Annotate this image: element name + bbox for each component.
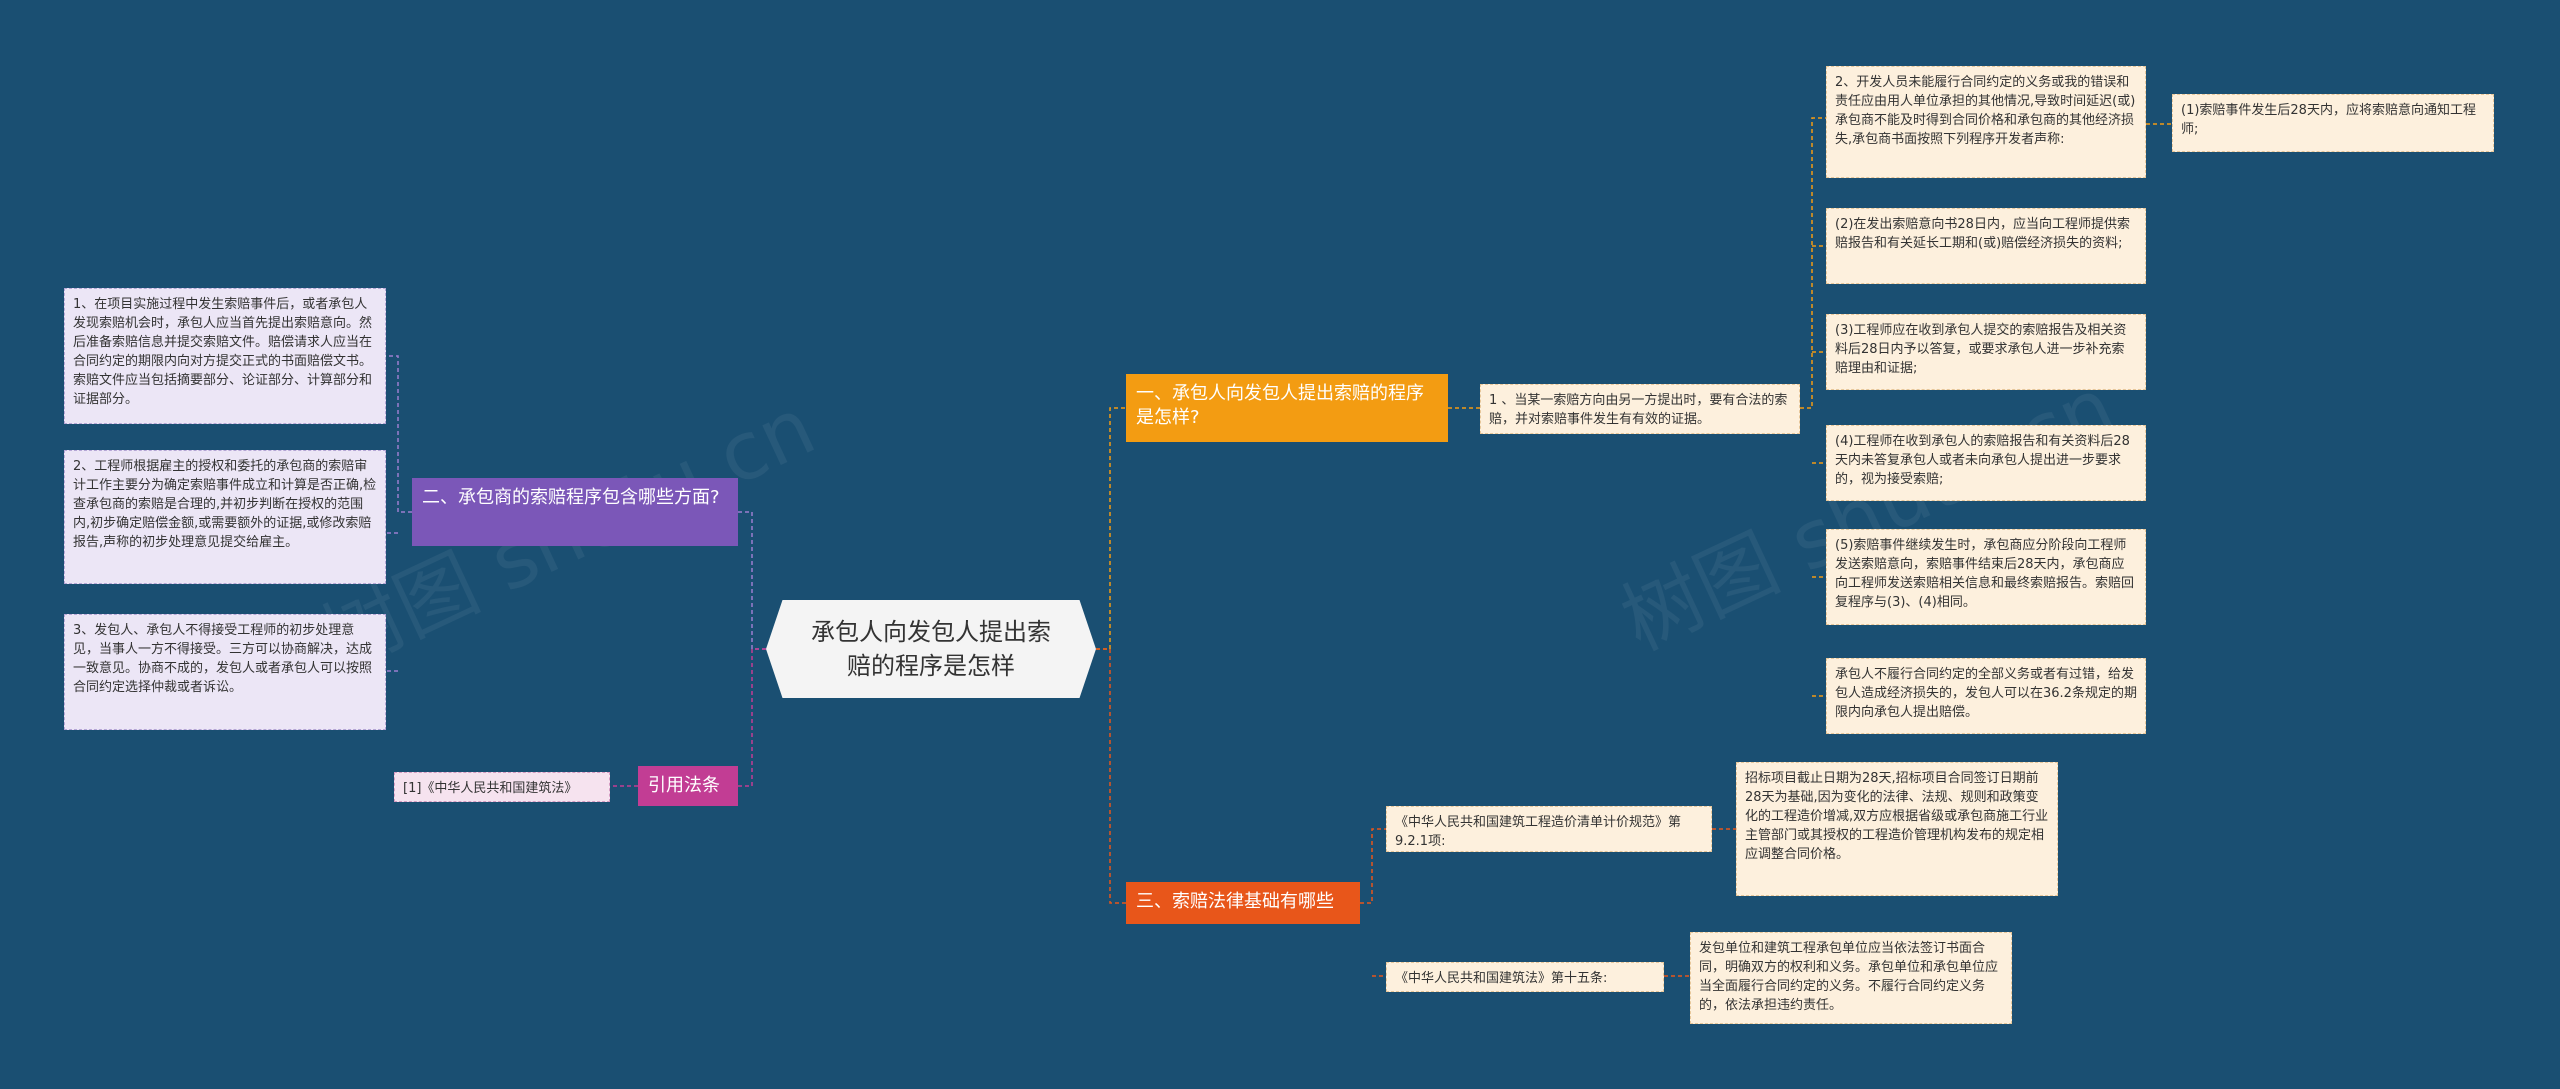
q2-item-2[interactable]: 2、工程师根据雇主的授权和委托的承包商的索赔审计工作主要分为确定索赔事件成立和计… — [64, 450, 386, 584]
q3-law-1-text-content: 招标项目截止日期为28天,招标项目合同签订日期前28天为基础,因为变化的法律、法… — [1745, 771, 2049, 862]
q1-item-5[interactable]: (5)索赔事件继续发生时，承包商应分阶段向工程师发送索赔意向，索赔事件结束后28… — [1826, 529, 2146, 625]
branch-q1[interactable]: 一、承包人向发包人提出索赔的程序是怎样? — [1126, 374, 1448, 442]
q3-law-2-text-content: 发包单位和建筑工程承包单位应当依法签订书面合同，明确双方的权利和义务。承包单位和… — [1699, 941, 1999, 1013]
q2-item-3[interactable]: 3、发包人、承包人不得接受工程师的初步处理意见，当事人一方不得接受。三方可以协商… — [64, 614, 386, 730]
q3-law-2-name: 《中华人民共和国建筑法》第十五条: — [1395, 971, 1608, 986]
root-title: 承包人向发包人提出索赔的程序是怎样 — [811, 618, 1051, 680]
q3-law-2[interactable]: 《中华人民共和国建筑法》第十五条: — [1386, 962, 1664, 992]
link-q2-items — [386, 355, 412, 672]
q3-law-1-name: 《中华人民共和国建筑工程造价清单计价规范》第9.2.1项: — [1395, 815, 1682, 849]
q1-item-2[interactable]: (2)在发出索赔意向书28日内，应当向工程师提供索赔报告和有关延长工期和(或)赔… — [1826, 208, 2146, 284]
branch-q2-title: 二、承包商的索赔程序包含哪些方面? — [422, 487, 720, 508]
q1-item-6[interactable]: 承包人不履行合同约定的全部义务或者有过错，给发包人造成经济损失的，发包人可以在3… — [1826, 658, 2146, 734]
q1-sub-node[interactable]: 1 、当某一索赔方向由另一方提出时，要有合法的索赔，并对索赔事件发生有有效的证据… — [1480, 384, 1800, 434]
branch-q1-title: 一、承包人向发包人提出索赔的程序是怎样? — [1136, 383, 1424, 428]
branch-q3[interactable]: 三、索赔法律基础有哪些 — [1126, 882, 1360, 924]
q1-item-3[interactable]: (3)工程师应在收到承包人提交的索赔报告及相关资料后28日内予以答复，或要求承包… — [1826, 314, 2146, 390]
q3-law-1[interactable]: 《中华人民共和国建筑工程造价清单计价规范》第9.2.1项: — [1386, 806, 1712, 852]
q1-item-1[interactable]: 2、开发人员未能履行合同约定的义务或我的错误和责任应由用人单位承担的其他情况,导… — [1826, 66, 2146, 178]
q2-item-2-text: 2、工程师根据雇主的授权和委托的承包商的索赔审计工作主要分为确定索赔事件成立和计… — [73, 459, 377, 550]
q1-item-3-text: (3)工程师应在收到承包人提交的索赔报告及相关资料后28日内予以答复，或要求承包… — [1835, 323, 2127, 376]
cite-item-text: [1]《中华人民共和国建筑法》 — [403, 781, 578, 796]
branch-q2[interactable]: 二、承包商的索赔程序包含哪些方面? — [412, 478, 738, 546]
branch-cite-title: 引用法条 — [648, 775, 720, 796]
link-root-q3 — [1096, 648, 1126, 904]
q1-item-2-text: (2)在发出索赔意向书28日内，应当向工程师提供索赔报告和有关延长工期和(或)赔… — [1835, 217, 2130, 251]
link-root-q1 — [1096, 407, 1126, 650]
q2-item-3-text: 3、发包人、承包人不得接受工程师的初步处理意见，当事人一方不得接受。三方可以协商… — [73, 623, 373, 695]
branch-q3-title: 三、索赔法律基础有哪些 — [1136, 891, 1334, 912]
q1-item-6-text: 承包人不履行合同约定的全部义务或者有过错，给发包人造成经济损失的，发包人可以在3… — [1835, 667, 2137, 720]
link-root-cite — [738, 648, 766, 787]
branch-cite[interactable]: 引用法条 — [638, 766, 738, 806]
link-root-q2 — [738, 511, 766, 650]
q1-item-1-child[interactable]: (1)索赔事件发生后28天内，应将索赔意向通知工程师; — [2172, 94, 2494, 152]
q3-law-1-text[interactable]: 招标项目截止日期为28天,招标项目合同签订日期前28天为基础,因为变化的法律、法… — [1736, 762, 2058, 896]
q3-law-2-text[interactable]: 发包单位和建筑工程承包单位应当依法签订书面合同，明确双方的权利和义务。承包单位和… — [1690, 932, 2012, 1024]
root-node[interactable]: 承包人向发包人提出索赔的程序是怎样 — [766, 600, 1096, 698]
q1-item-5-text: (5)索赔事件继续发生时，承包商应分阶段向工程师发送索赔意向，索赔事件结束后28… — [1835, 538, 2135, 610]
q1-sub-text: 1 、当某一索赔方向由另一方提出时，要有合法的索赔，并对索赔事件发生有有效的证据… — [1489, 393, 1788, 427]
q1-item-4-text: (4)工程师在收到承包人的索赔报告和有关资料后28天内未答复承包人或者未向承包人… — [1835, 434, 2130, 487]
link-q3-laws — [1360, 828, 1386, 977]
link-sub-items — [1800, 117, 1826, 697]
q1-item-1-child-text: (1)索赔事件发生后28天内，应将索赔意向通知工程师; — [2181, 103, 2476, 137]
q2-item-1[interactable]: 1、在项目实施过程中发生索赔事件后，或者承包人发现索赔机会时，承包人应当首先提出… — [64, 288, 386, 424]
q1-item-1-text: 2、开发人员未能履行合同约定的义务或我的错误和责任应由用人单位承担的其他情况,导… — [1835, 75, 2136, 147]
q1-item-4[interactable]: (4)工程师在收到承包人的索赔报告和有关资料后28天内未答复承包人或者未向承包人… — [1826, 425, 2146, 501]
q2-item-1-text: 1、在项目实施过程中发生索赔事件后，或者承包人发现索赔机会时，承包人应当首先提出… — [73, 297, 373, 407]
cite-item[interactable]: [1]《中华人民共和国建筑法》 — [394, 772, 610, 802]
